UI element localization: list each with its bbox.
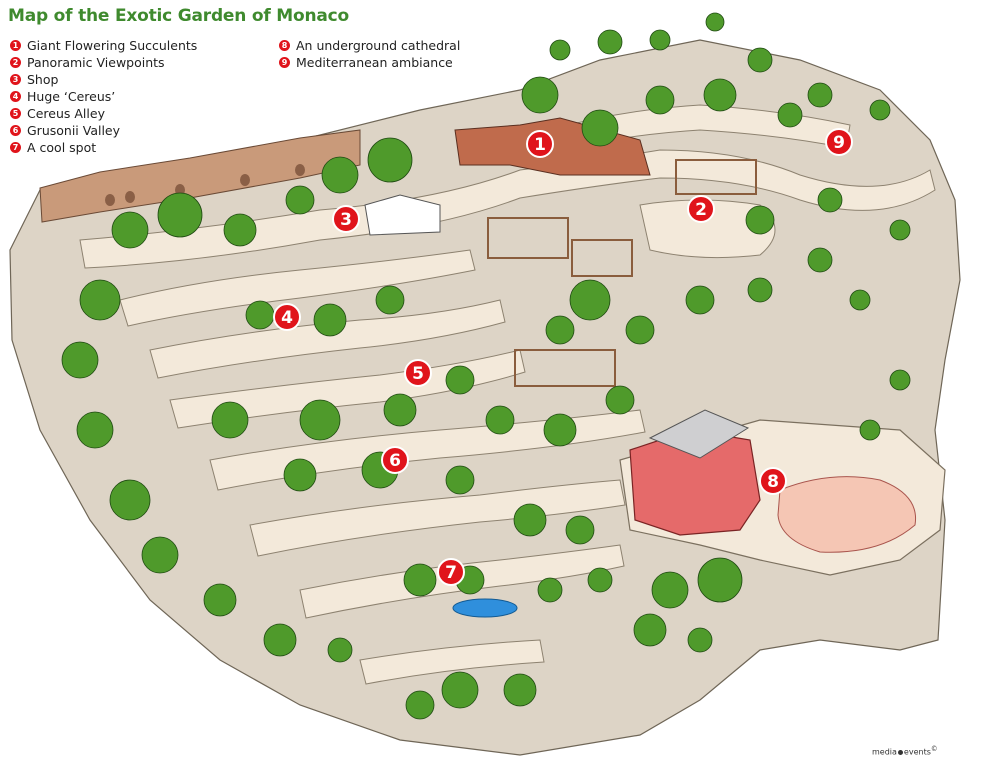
legend-label: Mediterranean ambiance <box>296 55 453 70</box>
vegetation <box>61 12 911 720</box>
legend-label: Cereus Alley <box>27 106 105 121</box>
legend-item: 3 Shop <box>10 71 197 88</box>
marker-label: 5 <box>412 364 424 384</box>
aqueduct-wall <box>39 129 361 223</box>
map-marker-7[interactable]: 7 <box>437 558 465 586</box>
legend-column-left: 1 Giant Flowering Succulents 2 Panoramic V… <box>10 37 197 156</box>
legend-item: 6 Grusonii Valley <box>10 122 197 139</box>
terrace-floor <box>777 476 917 553</box>
legend-item: 7 A cool spot <box>10 139 197 156</box>
legend-label: A cool spot <box>27 140 97 155</box>
pergolas <box>487 159 757 387</box>
legend-label: Huge ‘Cereus’ <box>27 89 116 104</box>
legend-item: 2 Panoramic Viewpoints <box>10 54 197 71</box>
shop-building <box>364 194 441 236</box>
marker-badge: 4 <box>10 91 21 102</box>
marker-label: 7 <box>445 563 457 583</box>
map-marker-6[interactable]: 6 <box>381 446 409 474</box>
pond <box>452 598 518 618</box>
credit-right: events <box>903 747 931 757</box>
marker-label: 3 <box>340 210 352 230</box>
map-marker-1[interactable]: 1 <box>526 130 554 158</box>
map-marker-2[interactable]: 2 <box>687 195 715 223</box>
credit-logo: media events© <box>872 745 938 757</box>
map-marker-4[interactable]: 4 <box>273 303 301 331</box>
marker-badge: 5 <box>10 108 21 119</box>
legend-label: Shop <box>27 72 59 87</box>
marker-label: 6 <box>389 451 401 471</box>
legend-label: Panoramic Viewpoints <box>27 55 165 70</box>
marker-label: 4 <box>281 308 293 328</box>
map-marker-3[interactable]: 3 <box>332 205 360 233</box>
cathedral-roof <box>648 409 750 459</box>
credit-left: media <box>872 747 897 757</box>
map-marker-8[interactable]: 8 <box>759 467 787 495</box>
legend-label: Giant Flowering Succulents <box>27 38 198 53</box>
marker-badge: 3 <box>10 74 21 85</box>
legend-item: 8 An underground cathedral <box>279 37 460 54</box>
legend-item: 1 Giant Flowering Succulents <box>10 37 197 54</box>
legend-item: 9 Mediterranean ambiance <box>279 54 460 71</box>
legend-label: Grusonii Valley <box>27 123 121 138</box>
marker-badge: 1 <box>10 40 21 51</box>
legend-label: An underground cathedral <box>296 38 461 53</box>
marker-badge: 2 <box>10 57 21 68</box>
map-marker-5[interactable]: 5 <box>404 359 432 387</box>
marker-badge: 6 <box>10 125 21 136</box>
map-marker-9[interactable]: 9 <box>825 128 853 156</box>
page-title: Map of the Exotic Garden of Monaco <box>8 6 350 26</box>
credit-dot-icon <box>897 749 903 755</box>
legend-item: 4 Huge ‘Cereus’ <box>10 88 197 105</box>
legend-item: 5 Cereus Alley <box>10 105 197 122</box>
credit-mark: © <box>930 745 938 753</box>
legend-column-right: 8 An underground cathedral 9 Mediterranean… <box>279 37 460 71</box>
marker-label: 2 <box>695 200 707 220</box>
marker-badge: 9 <box>279 57 290 68</box>
marker-label: 8 <box>767 472 779 492</box>
marker-badge: 7 <box>10 142 21 153</box>
marker-label: 1 <box>534 135 546 155</box>
marker-label: 9 <box>833 133 845 153</box>
marker-badge: 8 <box>279 40 290 51</box>
